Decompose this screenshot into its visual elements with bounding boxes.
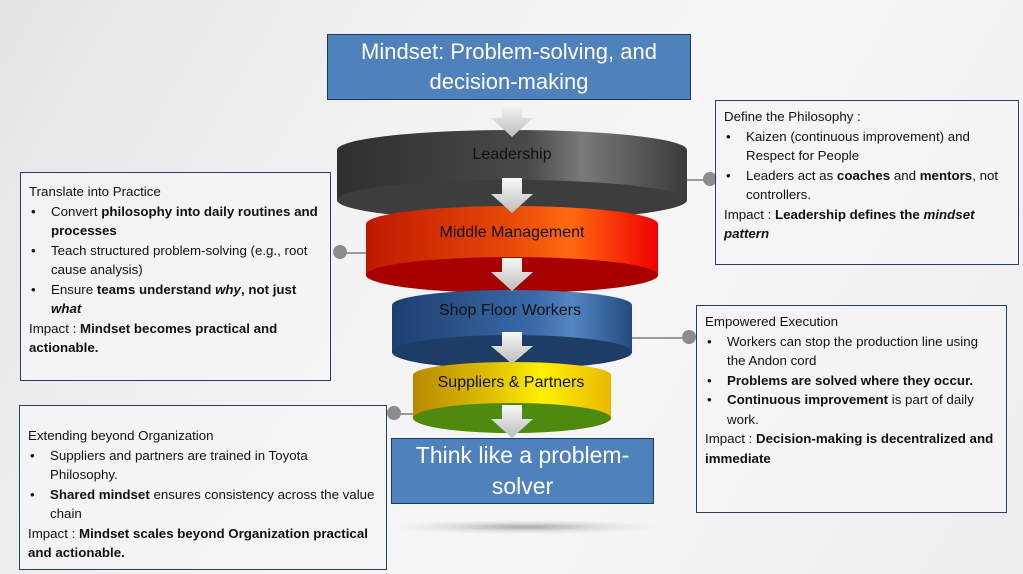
connector-line-middle	[344, 252, 366, 254]
note-bullet: Workers can stop the production line usi…	[705, 332, 998, 371]
note-bullet: Problems are solved where they occur.	[705, 371, 998, 391]
arrow-icon	[491, 103, 533, 137]
arrow-icon	[491, 258, 533, 291]
note-leadership: Define the Philosophy : Kaizen (continuo…	[715, 100, 1019, 265]
result-box: Think like a problem-solver	[391, 438, 654, 504]
note-impact: Impact : Leadership defines the mindset …	[724, 206, 975, 242]
title-text: Mindset: Problem-solving, and decision-m…	[361, 39, 657, 94]
result-text: Think like a problem-solver	[415, 442, 630, 499]
note-bullet: Shared mindset ensures consistency acros…	[28, 485, 378, 524]
floor-shadow	[395, 520, 655, 534]
connector-dot-shopfloor	[682, 330, 696, 344]
note-bullet: Teach structured problem-solving (e.g., …	[29, 241, 322, 280]
note-heading: Translate into Practice	[29, 184, 161, 199]
note-heading: Extending beyond Organization	[28, 428, 214, 443]
note-heading: Empowered Execution	[705, 314, 839, 329]
note-impact: Impact : Mindset becomes practical and a…	[29, 320, 278, 356]
connector-line-leadership	[687, 179, 711, 181]
note-middle-management: Translate into Practice Convert philosop…	[20, 172, 331, 381]
note-bullet: Convert philosophy into daily routines a…	[29, 202, 322, 241]
note-impact: Impact : Mindset scales beyond Organizat…	[28, 525, 368, 561]
connector-dot-suppliers	[387, 406, 401, 420]
note-bullet: Suppliers and partners are trained in To…	[28, 446, 378, 485]
note-bullet: Leaders act as coaches and mentors, not …	[724, 166, 1010, 205]
connector-line-shopfloor	[632, 337, 688, 339]
arrow-icon	[491, 178, 533, 213]
title-box: Mindset: Problem-solving, and decision-m…	[327, 34, 691, 100]
layer-label-shop-floor: Shop Floor Workers	[439, 302, 581, 319]
note-bullet: Ensure teams understand why, not just wh…	[29, 280, 322, 319]
note-bullet: Kaizen (continuous improvement) and Resp…	[724, 127, 1010, 166]
connector-dot-middle	[333, 245, 347, 259]
layer-label-middle-management: Middle Management	[439, 224, 585, 241]
arrow-icon	[491, 405, 533, 438]
layer-label-leadership: Leadership	[472, 146, 552, 163]
note-suppliers: Extending beyond Organization Suppliers …	[19, 405, 387, 570]
connector-dot-leadership	[703, 172, 717, 186]
arrow-icon	[491, 332, 533, 364]
note-bullet: Continuous improvement is part of daily …	[705, 390, 998, 429]
note-impact: Impact : Decision-making is decentralize…	[705, 431, 994, 466]
layer-label-suppliers: Suppliers & Partners	[437, 374, 585, 391]
note-shop-floor: Empowered Execution Workers can stop the…	[696, 305, 1007, 513]
connector-line-suppliers	[395, 413, 413, 415]
note-heading: Define the Philosophy :	[724, 109, 861, 124]
